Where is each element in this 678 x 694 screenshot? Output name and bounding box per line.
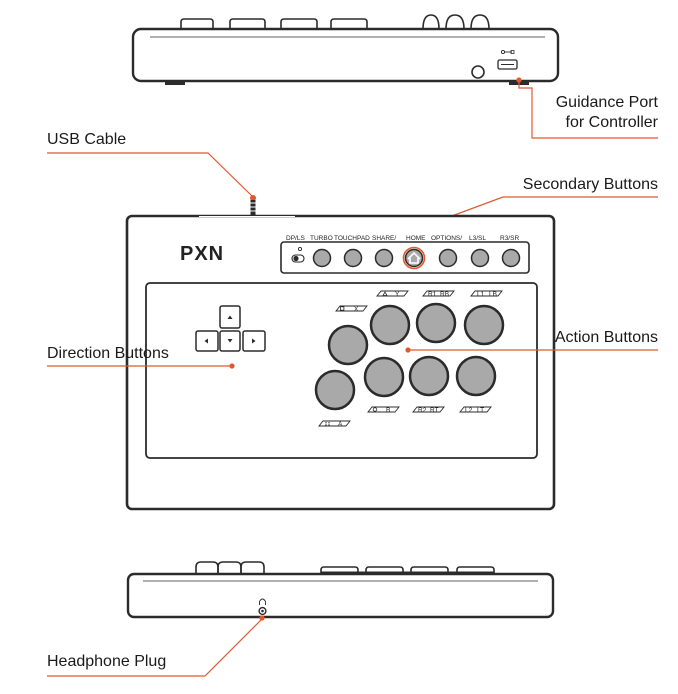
r3-sr-button[interactable] (501, 248, 521, 268)
bottom-view (126, 561, 555, 619)
turbo-button[interactable] (312, 248, 332, 268)
guidance-port-label-line1: Guidance Port (556, 94, 659, 111)
label-l2: L2 (465, 407, 473, 414)
label-lt: LT (477, 407, 484, 414)
r2-rt-label: R2 RT (412, 406, 445, 414)
usb-cable-label: USB Cable (47, 131, 126, 148)
label-r1: R1 (428, 291, 437, 298)
square-x-button[interactable] (327, 324, 369, 366)
cross-a-label: A (318, 420, 351, 428)
l2-lt-button[interactable] (455, 355, 497, 397)
usb-cable-callout: USB Cable (47, 131, 256, 201)
label-a: A (338, 421, 343, 428)
headphone-plug-label: Headphone Plug (47, 653, 166, 670)
r1-rb-button[interactable] (415, 302, 457, 344)
action-buttons-label: Action Buttons (555, 329, 658, 346)
label-lb: LB (489, 291, 497, 298)
arrow-right-icon (252, 338, 256, 344)
arrow-down-button[interactable] (219, 330, 241, 352)
label-rt: RT (430, 407, 439, 414)
round-port (471, 65, 485, 79)
r2-rt-button[interactable] (408, 355, 450, 397)
secondary-strip: DP/LS TURBO TOUCHPAD SHARE/ HOME OPTIONS… (280, 235, 530, 274)
label-b: B (386, 407, 390, 414)
cross-a-button[interactable] (314, 369, 356, 411)
label-rb: RB (440, 291, 449, 298)
l3-sl-button[interactable] (470, 248, 490, 268)
headphone-icon (258, 598, 267, 616)
guidance-port-label-line2: for Controller (566, 114, 659, 131)
options-button[interactable] (438, 248, 458, 268)
square-x-label: X (335, 305, 368, 313)
arrow-left-icon (204, 338, 208, 344)
secondary-buttons-label: Secondary Buttons (523, 176, 658, 193)
headphone-plug-callout: Headphone Plug (47, 615, 265, 677)
secondary-label-r3-sr: R3/SR (500, 235, 519, 242)
home-icon (407, 251, 421, 264)
label-r2: R2 (418, 407, 427, 414)
front-view: PXN DP/LS TURBO TOUCHPAD SHARE/ HOME OPT… (125, 200, 556, 511)
brand-logo: PXN (180, 243, 224, 265)
touchpad-button[interactable] (343, 248, 363, 268)
circle-b-label: B (367, 406, 400, 414)
direction-buttons-callout: Direction Buttons (47, 345, 235, 369)
secondary-label-touchpad: TOUCHPAD (334, 235, 370, 242)
l2-lt-label: L2 LT (459, 406, 492, 414)
secondary-label-l3-sl: L3/SL (469, 235, 486, 242)
usb-port-icon (497, 49, 518, 70)
action-buttons-callout: Action Buttons (405, 329, 658, 353)
secondary-label-turbo: TURBO (310, 235, 333, 242)
share-button[interactable] (374, 248, 394, 268)
secondary-label-options: OPTIONS/ (431, 235, 462, 242)
secondary-label-dp-ls: DP/LS (286, 235, 305, 242)
arrow-down-icon (227, 339, 233, 343)
label-y: Y (395, 291, 400, 298)
guidance-port-callout: Guidance Port for Controller (516, 77, 659, 139)
label-l1: L1 (477, 291, 485, 298)
usb-cable (249, 200, 257, 216)
direction-buttons-label: Direction Buttons (47, 345, 169, 362)
arrow-left-button[interactable] (195, 330, 219, 352)
home-button[interactable] (402, 246, 426, 270)
arrow-up-button[interactable] (219, 305, 241, 329)
triangle-y-label: Y (376, 290, 409, 298)
mode-switch[interactable] (291, 246, 305, 263)
arrow-right-button[interactable] (242, 330, 266, 352)
label-x: X (354, 306, 359, 313)
top-view (131, 14, 560, 85)
l1-lb-button[interactable] (463, 304, 505, 346)
r1-rb-label: R1 RB (422, 290, 455, 298)
arrow-up-icon (227, 315, 233, 319)
circle-b-button[interactable] (363, 356, 405, 398)
secondary-label-home: HOME (406, 235, 426, 242)
l1-lb-label: L1 LB (470, 290, 503, 298)
triangle-y-button[interactable] (369, 304, 411, 346)
action-buttons: X Y R1 RB L1 LB (314, 290, 505, 428)
direction-pad (195, 305, 266, 352)
secondary-label-share: SHARE/ (372, 235, 396, 242)
